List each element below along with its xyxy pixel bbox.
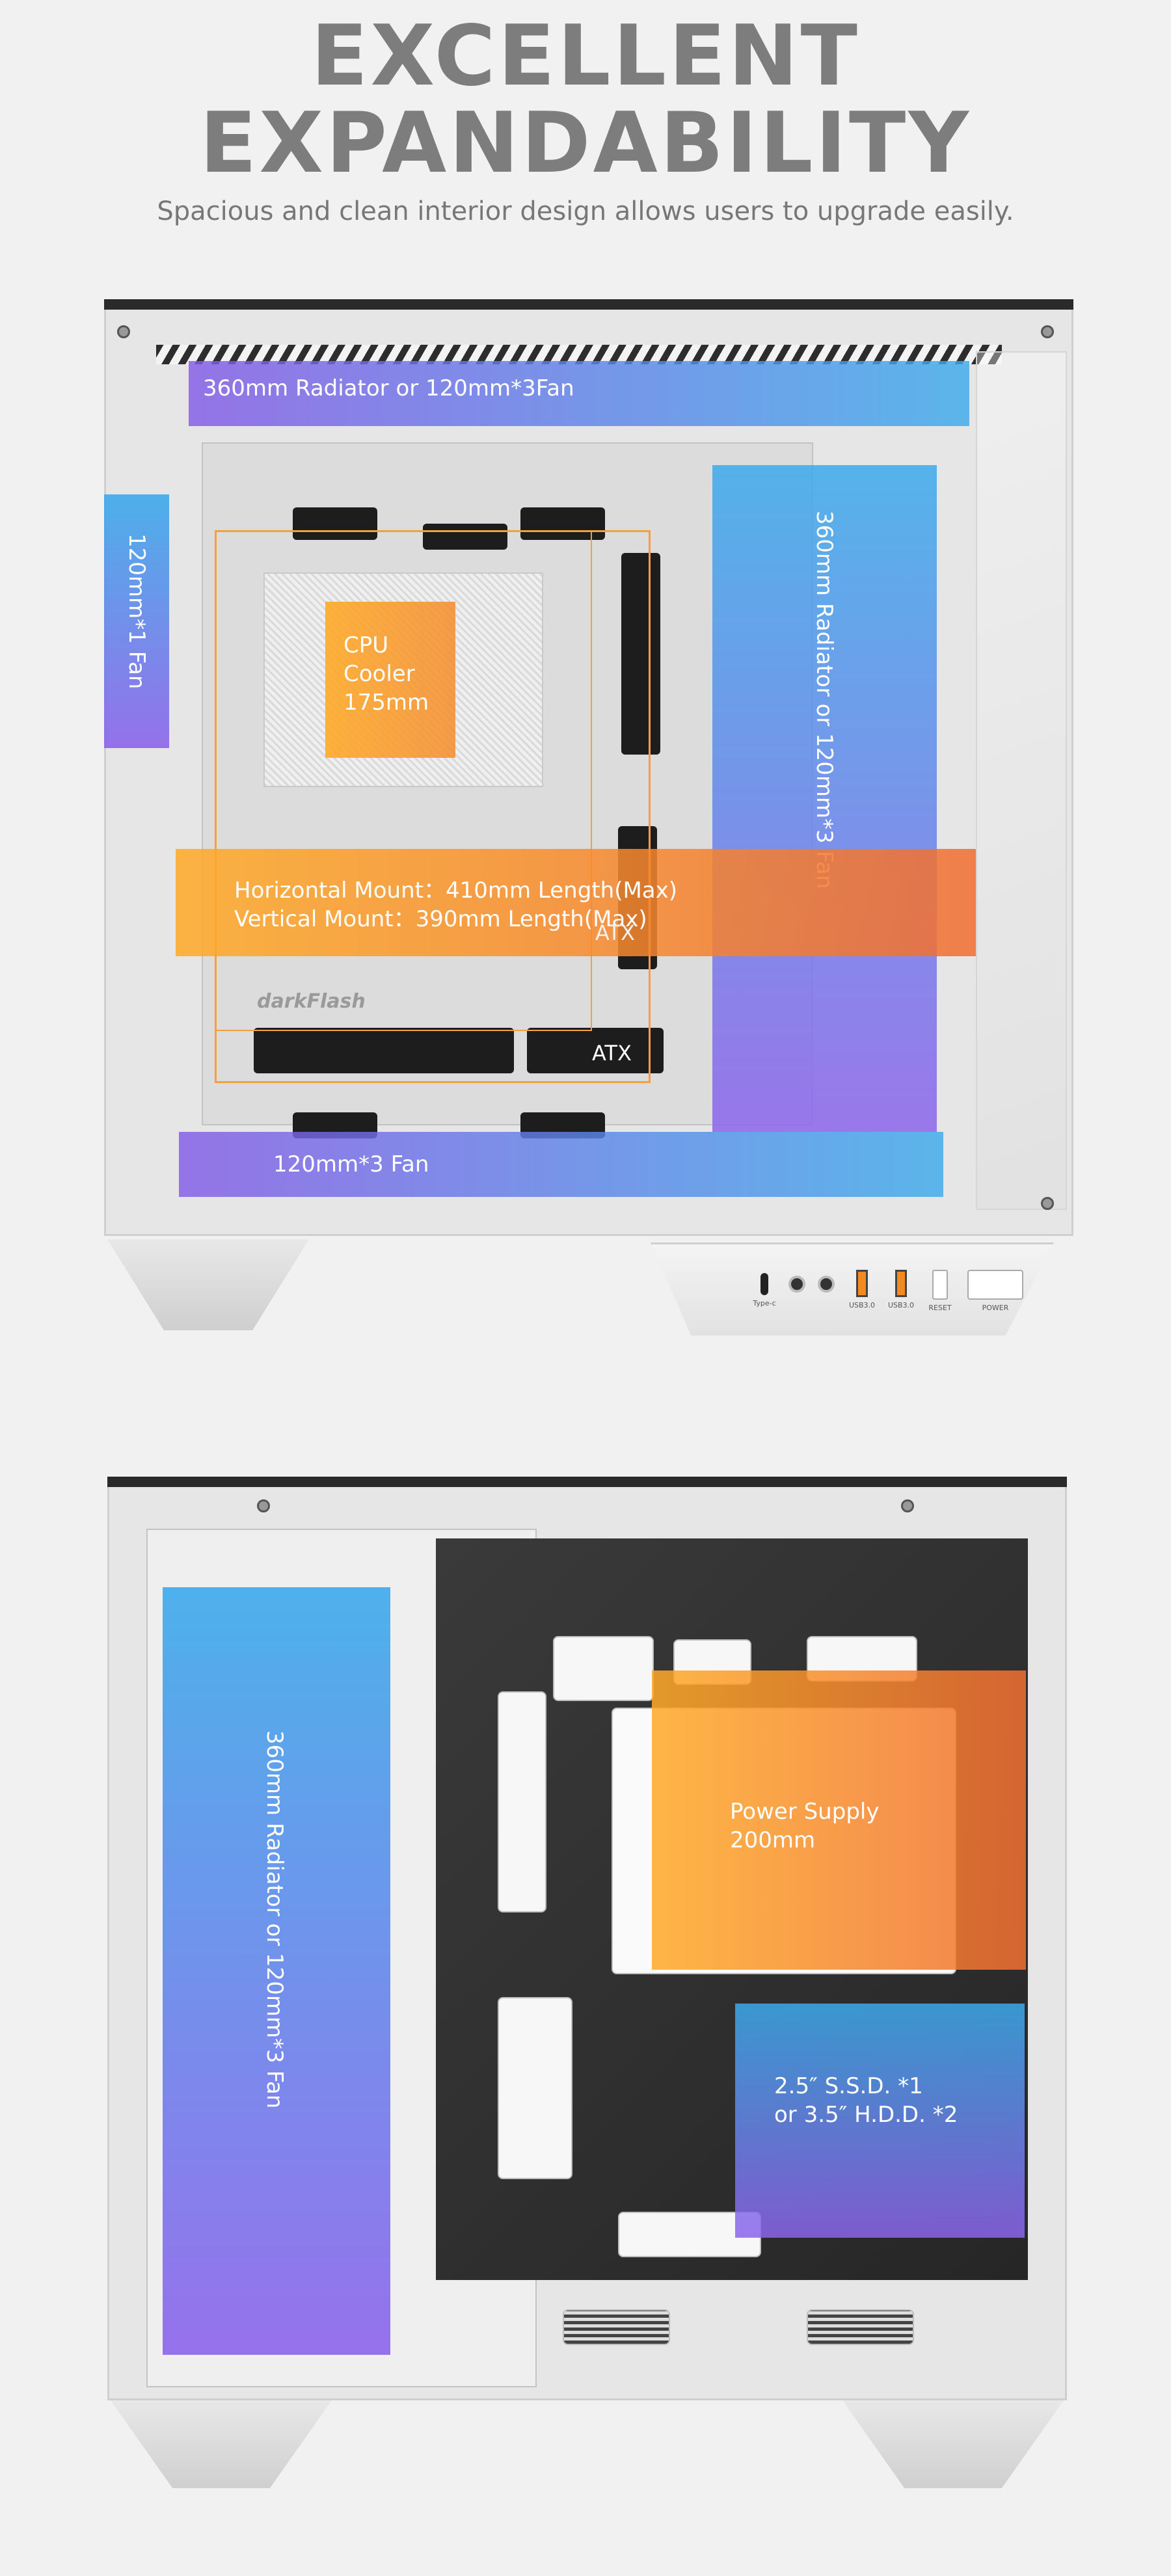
cable-slot-2 xyxy=(498,1691,546,1912)
top-radiator-label: 360mm Radiator or 120mm*3Fan xyxy=(203,375,574,401)
gpu-mount-zone: Horizontal Mount：410mm Length(Max) Verti… xyxy=(176,849,976,956)
type-c-port[interactable]: Type-c xyxy=(745,1273,784,1308)
power-icon xyxy=(967,1270,1023,1300)
tray-cutout-2 xyxy=(423,524,507,550)
headphone-jack[interactable] xyxy=(810,1273,842,1293)
back-side-radiator-zone: 360mm Radiator or 120mm*3 Fan xyxy=(163,1587,390,2355)
mic-icon xyxy=(788,1276,805,1293)
usb-icon xyxy=(856,1270,868,1297)
top-radiator-zone: 360mm Radiator or 120mm*3Fan xyxy=(189,361,969,426)
reset-icon xyxy=(932,1270,948,1300)
type-c-icon xyxy=(760,1273,768,1295)
bottom-fan-slot-2 xyxy=(807,2309,914,2345)
storage-zone: 2.5″ S.S.D. *1 or 3.5″ H.D.D. *2 xyxy=(735,2004,1025,2238)
back-top-bar xyxy=(107,1477,1067,1487)
back-foot-left xyxy=(111,2400,332,2488)
gpu-horizontal-label: Horizontal Mount：410mm Length(Max) xyxy=(234,878,678,904)
psu-zone: Power Supply 200mm xyxy=(652,1670,1026,1970)
back-side-radiator-label: 360mm Radiator or 120mm*3 Fan xyxy=(262,1730,288,2109)
side-radiator-label: 360mm Radiator or 120mm*3 Fan xyxy=(811,511,837,889)
storage-label-1: 2.5″ S.S.D. *1 xyxy=(774,2073,923,2099)
bottom-fan-label: 120mm*3 Fan xyxy=(273,1151,429,1177)
cpu-cooler-label-3: 175mm xyxy=(343,690,429,716)
rear-fan-zone: 120mm*1 Fan xyxy=(104,494,169,748)
tray-cutout-1 xyxy=(293,507,377,540)
back-case-view: 360mm Radiator or 120mm*3 Fan Power Supp… xyxy=(107,1477,1067,2491)
psu-label-2: 200mm xyxy=(730,1827,816,1853)
cpu-cooler-label-1: CPU xyxy=(343,632,389,658)
power-label: POWER xyxy=(982,1304,1009,1312)
side-radiator-zone: 360mm Radiator or 120mm*3 Fan xyxy=(712,465,937,1132)
screw xyxy=(1041,325,1054,338)
screw xyxy=(1041,1197,1054,1210)
page-subtitle: Spacious and clean interior design allow… xyxy=(157,196,1014,226)
title-line-1: EXCELLENT xyxy=(311,8,860,105)
cpu-cooler-label-2: Cooler xyxy=(343,661,415,687)
front-case-view: darkFlash CPU Cooler 175mm 360mm Radiato… xyxy=(104,299,1073,1340)
usb-icon xyxy=(895,1270,907,1297)
atx-inner-outline xyxy=(215,530,592,1031)
screw xyxy=(117,325,130,338)
storage-label-2: or 3.5″ H.D.D. *2 xyxy=(774,2102,958,2128)
cable-slot-1 xyxy=(553,1636,654,1701)
screw xyxy=(257,1499,270,1512)
usb-label-1: USB3.0 xyxy=(848,1301,876,1309)
power-button[interactable]: POWER xyxy=(963,1270,1028,1312)
title-line-2: EXPANDABILITY xyxy=(199,95,972,192)
reset-label: RESET xyxy=(928,1304,952,1312)
screw xyxy=(901,1499,914,1512)
front-glass-panel xyxy=(976,351,1067,1210)
reset-button[interactable]: RESET xyxy=(921,1270,960,1312)
psu-label-1: Power Supply xyxy=(730,1799,880,1825)
front-foot-left xyxy=(107,1239,309,1330)
cpu-cooler-zone: CPU Cooler 175mm xyxy=(325,602,455,758)
brand-logo: darkFlash xyxy=(257,990,366,1013)
usb-label-2: USB3.0 xyxy=(887,1301,915,1309)
bottom-fan-zone: 120mm*3 Fan xyxy=(179,1132,943,1197)
usb-port-1[interactable]: USB3.0 xyxy=(842,1270,882,1309)
tray-cutout-bottom-2 xyxy=(527,1028,664,1073)
cable-cutout-right xyxy=(621,553,660,755)
usb-port-2[interactable]: USB3.0 xyxy=(882,1270,921,1309)
gpu-vertical-label: Vertical Mount：390mm Length(Max) xyxy=(234,906,647,932)
headphone-icon xyxy=(818,1276,835,1293)
tray-cutout-bottom-1 xyxy=(254,1028,514,1073)
mic-jack[interactable] xyxy=(781,1273,813,1293)
rear-fan-label: 120mm*1 Fan xyxy=(124,533,150,690)
atx-label-lower: ATX xyxy=(592,1041,632,1066)
page-title: EXCELLENT EXPANDABILITY xyxy=(0,13,1171,187)
type-c-label: Type-c xyxy=(753,1299,776,1308)
bottom-fan-slot-1 xyxy=(563,2309,670,2345)
front-top-bar xyxy=(104,299,1073,310)
back-foot-right xyxy=(842,2400,1064,2488)
cable-slot-3 xyxy=(498,1997,572,2179)
atx-label-upper: ATX xyxy=(595,920,635,945)
